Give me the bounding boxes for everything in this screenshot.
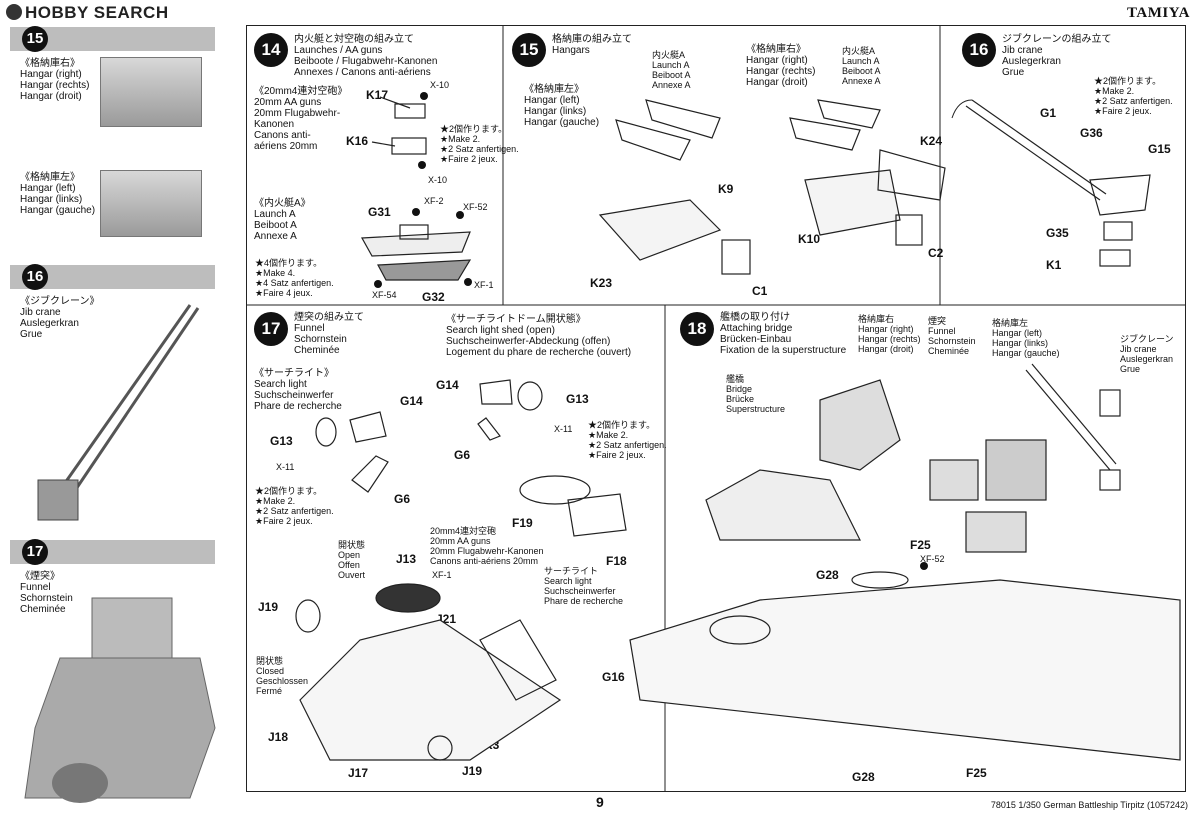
part-f25-top: F25 xyxy=(910,538,931,552)
paint-xf52: XF-52 xyxy=(463,202,488,212)
part-c2: C2 xyxy=(928,246,944,260)
aa-guns-label: 《20mm4連対空砲》 20mm AA guns 20mm Flugabwehr… xyxy=(254,86,348,152)
part-j19-bottom: J19 xyxy=(462,764,483,778)
hangar-left-photo xyxy=(100,170,202,237)
closed-state-label: 閉状態 Closed Geschlossen Fermé xyxy=(256,656,309,696)
part-g28-bottom: G28 xyxy=(852,770,875,784)
step-15-title: 格納庫の組み立て Hangars xyxy=(552,34,632,56)
part-k10: K10 xyxy=(798,232,821,246)
paint-x11-right: X-11 xyxy=(554,424,573,434)
open-state-label: 開状態 Open Offen Ouvert xyxy=(338,540,366,580)
part-g13-right: G13 xyxy=(566,392,589,406)
paint-xf1-step17: XF-1 xyxy=(432,570,452,580)
step-17-main-badge: 17 xyxy=(254,312,288,346)
part-j19-top: J19 xyxy=(258,600,279,614)
part-k1: K1 xyxy=(1046,258,1062,272)
part-g6-left: G6 xyxy=(394,492,411,506)
step-15-badge: 15 xyxy=(22,26,48,52)
jib-crane-callout: ジブクレーン Jib crane Auslegerkran Grue xyxy=(1120,334,1174,374)
part-k23: K23 xyxy=(590,276,613,290)
make-2-note: ★2個作ります。 ★Make 2. ★2 Satz anfertigen. ★F… xyxy=(440,124,519,164)
paint-x10-bottom: X-10 xyxy=(428,175,448,185)
step-14-badge: 14 xyxy=(254,33,288,67)
bridge-label: 艦橋 Bridge Brücke Superstructure xyxy=(726,374,786,414)
part-g13-left: G13 xyxy=(270,434,293,448)
paint-x11-left: X-11 xyxy=(276,462,295,472)
part-f19: F19 xyxy=(512,516,533,530)
page-number: 9 xyxy=(596,794,604,810)
product-code: 78015 1/350 German Battleship Tirpitz (1… xyxy=(990,800,1188,810)
part-j13: J13 xyxy=(396,552,417,566)
part-c1: C1 xyxy=(752,284,768,298)
part-g31: G31 xyxy=(368,205,391,219)
step-14-title: 内火艇と対空砲の組み立て Launches / AA guns Beiboote… xyxy=(294,34,438,78)
paint-xf2: XF-2 xyxy=(424,196,444,206)
part-g35: G35 xyxy=(1046,226,1069,240)
launch-a-label: 《内火艇A》 Launch A Beiboot A Annexe A xyxy=(254,198,311,242)
site-logo: HOBBY SEARCH xyxy=(6,3,169,23)
launch-a-callout-left: 内火艇A Launch A Beiboot A Annexe A xyxy=(652,50,691,90)
step-17-badge: 17 xyxy=(22,539,48,565)
step-16-badge: 16 xyxy=(22,264,48,290)
searchlight-shed-label: 《サーチライトドーム開状態》 Search light shed (open) … xyxy=(446,314,632,358)
instruction-frame xyxy=(246,25,1186,792)
hangar-left-callout: 格納庫左 Hangar (left) Hangar (links) Hangar… xyxy=(992,318,1060,358)
part-k24: K24 xyxy=(920,134,943,148)
step-16-title: ジブクレーンの組み立て Jib crane Auslegerkran Grue xyxy=(1002,34,1112,78)
part-j17: J17 xyxy=(348,766,369,780)
step-18-main-badge: 18 xyxy=(680,312,714,346)
hangar-right-label: 《格納庫右》 Hangar (right) Hangar (rechts) Ha… xyxy=(20,58,90,102)
searchlight-label: 《サーチライト》 Search light Suchscheinwerfer P… xyxy=(254,368,342,412)
part-g16: G16 xyxy=(602,670,625,684)
part-j18: J18 xyxy=(268,730,289,744)
hangar-left-diagram-label: 《格納庫左》 Hangar (left) Hangar (links) Hang… xyxy=(524,84,600,128)
jib-crane-photo xyxy=(37,304,200,521)
step-16-make-2-note: ★2個作ります。 ★Make 2. ★2 Satz anfertigen. ★F… xyxy=(1094,76,1173,116)
part-g14-right: G14 xyxy=(436,378,459,392)
part-g15: G15 xyxy=(1148,142,1171,156)
part-f25-bottom: F25 xyxy=(966,766,987,780)
step-17-make-2-right: ★2個作ります。 ★Make 2. ★2 Satz anfertigen. ★F… xyxy=(588,420,667,460)
gear-logo-icon xyxy=(6,4,22,20)
jib-crane-label: 《ジブクレーン》 Jib crane Auslegerkran Grue xyxy=(20,296,100,340)
launch-a-callout-right: 内火艇A Launch A Beiboot A Annexe A xyxy=(842,46,881,86)
funnel-callout: 煙突 Funnel Schornstein Cheminée xyxy=(928,316,976,356)
paint-xf52-step18: XF-52 xyxy=(920,554,945,564)
brand-name: TAMIYA xyxy=(1126,5,1190,21)
step-16-main-badge: 16 xyxy=(962,33,996,67)
hangar-right-photo xyxy=(100,57,202,127)
hangar-right-diagram-label: 《格納庫右》 Hangar (right) Hangar (rechts) Ha… xyxy=(746,44,816,88)
part-g1: G1 xyxy=(1040,106,1057,120)
part-g32: G32 xyxy=(422,290,445,304)
part-g28-top: G28 xyxy=(816,568,839,582)
hangar-left-label: 《格納庫左》 Hangar (left) Hangar (links) Hang… xyxy=(20,172,96,216)
hangar-right-callout: 格納庫右 Hangar (right) Hangar (rechts) Hang… xyxy=(858,314,921,354)
step-17-title: 煙突の組み立て Funnel Schornstein Cheminée xyxy=(294,312,364,356)
part-k16: K16 xyxy=(346,134,369,148)
paint-xf1: XF-1 xyxy=(474,280,494,290)
aa-guns-callout: 20mm4連対空砲 20mm AA guns 20mm Flugabwehr-K… xyxy=(430,526,544,566)
part-g14-left: G14 xyxy=(400,394,423,408)
step-15-main-badge: 15 xyxy=(512,33,546,67)
funnel-photo xyxy=(24,597,216,803)
step-17-make-2-left: ★2個作ります。 ★Make 2. ★2 Satz anfertigen. ★F… xyxy=(255,486,334,526)
make-4-note: ★4個作ります。 ★Make 4. ★4 Satz anfertigen. ★F… xyxy=(255,258,334,298)
funnel-label: 《煙突》 Funnel Schornstein Cheminée xyxy=(20,571,73,615)
step-18-title: 艦橋の取り付け Attaching bridge Brücken-Einbau … xyxy=(720,312,847,356)
paint-xf54: XF-54 xyxy=(372,290,397,300)
paint-x10-top: X-10 xyxy=(430,80,450,90)
searchlight-callout: サーチライト Search light Suchscheinwerfer Pha… xyxy=(544,566,624,606)
part-g36: G36 xyxy=(1080,126,1103,140)
part-f18: F18 xyxy=(606,554,627,568)
part-g6-right: G6 xyxy=(454,448,471,462)
part-k9: K9 xyxy=(718,182,734,196)
